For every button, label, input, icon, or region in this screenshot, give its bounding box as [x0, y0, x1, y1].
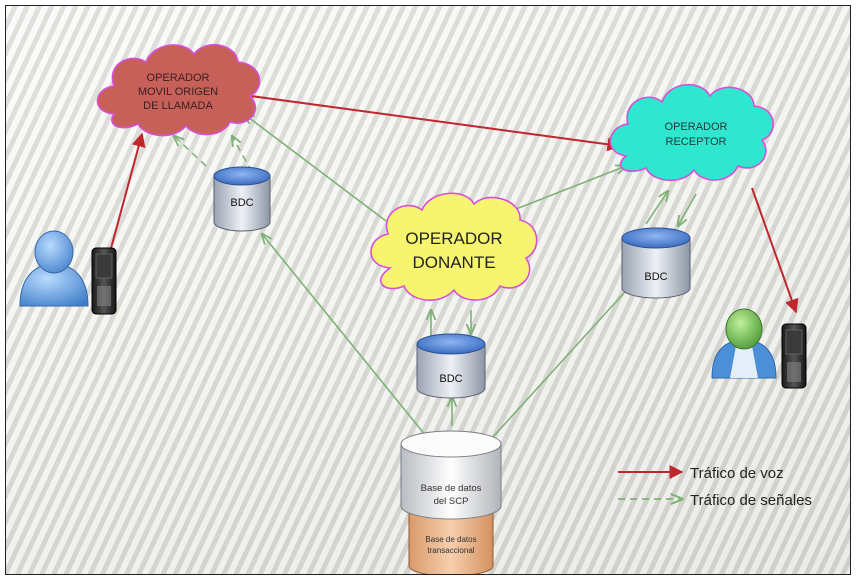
database-icon [400, 443, 502, 520]
donor-label-2: DONANTE [412, 253, 495, 272]
database-icon [621, 237, 691, 299]
receiver-operator-cloud: OPERADOR RECEPTOR [609, 83, 774, 182]
scp-label-1: Base de datos [421, 483, 482, 494]
signal-links [174, 114, 697, 439]
database-icon [408, 510, 494, 574]
database-icon [416, 343, 486, 399]
bdc-right-label: BDC [644, 271, 667, 283]
caller-user [19, 230, 117, 315]
legend-voice-label: Tráfico de voz [690, 465, 784, 482]
bdc-center: BDC [416, 333, 486, 399]
voice-links [109, 93, 799, 314]
cloud-icon [609, 83, 774, 182]
origin-label-2: MOVIL ORIGEN [138, 86, 218, 98]
bdc-left-label: BDC [230, 197, 253, 209]
person-icon [19, 230, 89, 307]
signal-link [232, 136, 253, 173]
database-icon [213, 175, 271, 232]
origin-label-3: DE LLAMADA [143, 100, 213, 112]
mobile-phone-icon [781, 323, 807, 389]
scp-label-2: del SCP [434, 496, 469, 507]
diagram-canvas: OPERADOR MOVIL ORIGEN DE LLAMADA OPERADO… [19, 44, 812, 574]
scp-database: Base de datos transaccional Base de dato… [400, 430, 502, 574]
signal-link [491, 282, 634, 439]
receiver-user [711, 308, 807, 389]
signal-link [244, 114, 387, 222]
transactional-label-2: transaccional [427, 546, 474, 555]
transactional-label-1: Base de datos [425, 535, 476, 544]
signal-link [510, 166, 626, 212]
bdc-center-label: BDC [439, 373, 462, 385]
donor-operator-cloud: OPERADOR DONANTE [370, 192, 538, 301]
bdc-right: BDC [621, 227, 691, 299]
bdc-left: BDC [213, 166, 271, 232]
receiver-label-2: RECEPTOR [666, 136, 727, 148]
voice-link [235, 93, 622, 152]
voice-link [751, 187, 799, 314]
legend: Tráfico de voz Tráfico de señales [618, 465, 812, 509]
origin-label-1: OPERADOR [147, 72, 210, 84]
person-icon [711, 308, 777, 379]
signal-link [262, 234, 427, 437]
mobile-phone-icon [91, 247, 117, 315]
receiver-label-1: OPERADOR [665, 121, 728, 133]
voice-link [109, 132, 146, 253]
donor-label-1: OPERADOR [405, 229, 502, 248]
cloud-icon [370, 192, 538, 301]
signal-link [174, 136, 207, 167]
legend-signal-label: Tráfico de señales [690, 492, 812, 509]
signal-link [645, 191, 668, 225]
cloud-icon [96, 44, 261, 137]
network-diagram: OPERADOR MOVIL ORIGEN DE LLAMADA OPERADO… [5, 5, 851, 575]
signal-link [678, 193, 697, 226]
origin-operator-cloud: OPERADOR MOVIL ORIGEN DE LLAMADA [96, 44, 261, 137]
